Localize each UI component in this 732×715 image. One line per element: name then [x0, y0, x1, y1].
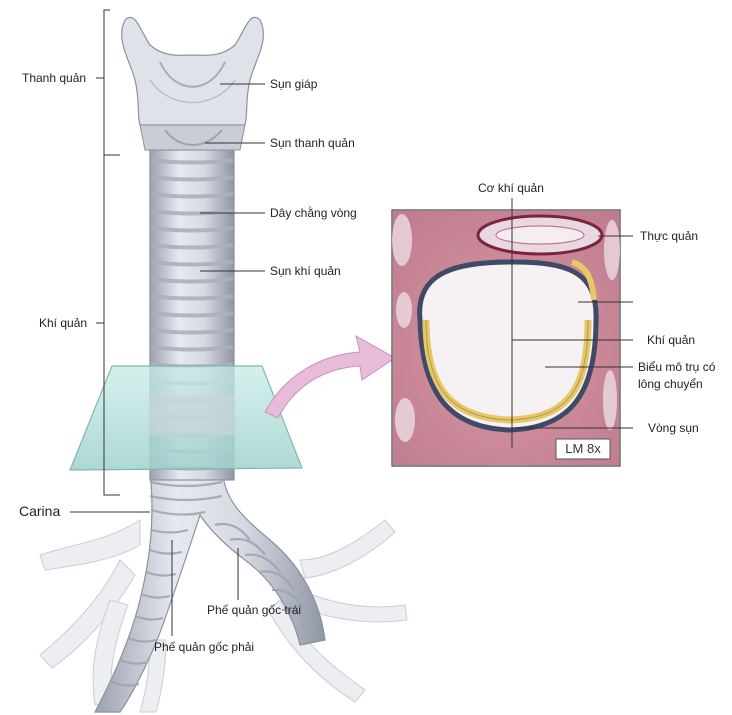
- label-trachealis-muscle: Cơ khí quản: [478, 181, 544, 195]
- label-esophagus: Thực quản: [640, 229, 699, 243]
- label-right-main-bronchus: Phế quản gốc phải: [154, 640, 255, 654]
- label-trachea: Khí quản: [39, 316, 88, 330]
- label-thyroid-cartilage: Sụn giáp: [270, 77, 318, 91]
- label-trachea-lumen: Khí quản: [647, 333, 696, 347]
- histology-inset: [391, 209, 621, 467]
- tracheal-ring: [150, 345, 234, 352]
- arrow-to-inset: [264, 334, 396, 419]
- tracheal-ring: [150, 277, 234, 284]
- tracheal-ring: [150, 243, 234, 250]
- label-larynx: Thanh quản: [22, 71, 87, 85]
- brackets: [96, 9, 120, 496]
- label-epithelium-line2: lông chuyển: [638, 377, 703, 391]
- label-left-main-bronchus: Phế quản gốc trái: [207, 603, 302, 617]
- label-annular-ligament: Dây chằng vòng: [270, 206, 357, 220]
- label-carina: Carina: [19, 503, 61, 519]
- bronchial-tree: [39, 469, 408, 713]
- tracheal-ring: [150, 192, 234, 199]
- tracheal-ring: [150, 158, 234, 165]
- label-tracheal-cartilage: Sụn khí quản: [270, 264, 341, 278]
- tracheal-ring: [150, 311, 234, 318]
- magnification-label: LM 8x: [565, 441, 601, 456]
- tracheal-ring: [150, 294, 234, 301]
- tracheal-ring: [150, 260, 234, 267]
- tracheal-ring: [150, 226, 234, 233]
- label-epithelium-line1: Biểu mô trụ có: [638, 360, 716, 374]
- larynx-shape: [121, 16, 264, 151]
- leader-lines: [70, 83, 633, 636]
- label-cartilage-ring: Vòng sụn: [648, 421, 699, 435]
- tracheal-ring: [150, 328, 234, 335]
- label-laryngeal-cartilage: Sụn thanh quản: [270, 136, 355, 150]
- tracheal-ring: [150, 175, 234, 182]
- tracheal-ring: [150, 209, 234, 216]
